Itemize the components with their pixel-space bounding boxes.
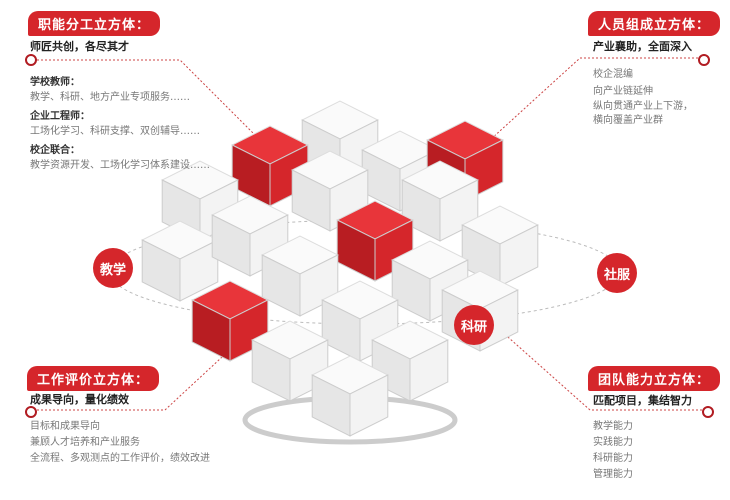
- list-item: 纵向贯通产业上下游，: [593, 101, 693, 112]
- top-right-list: 校企混编 向产业链延伸 纵向贯通产业上下游， 横向覆盖产业群: [593, 66, 693, 128]
- ring-marker: [702, 406, 714, 418]
- bottom-right-subtitle: 匹配项目，集结智力: [593, 394, 692, 407]
- item-head: 学校教师：: [30, 77, 80, 88]
- item-body: 教学、科研、地方产业专项服务……: [30, 92, 190, 103]
- list-item: 目标和成果导向: [30, 421, 100, 432]
- bottom-right-list: 教学能力 实践能力 科研能力 管理能力: [593, 419, 633, 483]
- list-item: 校企混编: [593, 69, 633, 80]
- leader-line: [499, 329, 702, 411]
- teaching-label: 教学: [93, 248, 133, 288]
- white-cube: [141, 220, 219, 302]
- list-item: 横向覆盖产业群: [593, 115, 663, 126]
- item-head: 企业工程师：: [30, 111, 90, 122]
- item-body: 工场化学习、科研支撑、双创辅导……: [30, 126, 200, 137]
- cube-right: [179, 239, 219, 302]
- leader-line: [489, 57, 698, 141]
- list-item: 教学能力: [593, 421, 633, 432]
- bottom-left-subtitle: 成果导向，量化绩效: [30, 393, 129, 406]
- white-cube: [291, 150, 369, 232]
- red-cube: [191, 280, 269, 362]
- item-body: 教学资源开发、工场化学习体系建设……: [30, 160, 210, 171]
- list-item: 管理能力: [593, 469, 633, 480]
- top-right-banner: 人员组成立方体：: [588, 11, 721, 36]
- white-cube: [311, 355, 389, 437]
- ring-marker: [25, 54, 37, 66]
- ring-marker: [25, 406, 37, 418]
- list-item: 科研能力: [593, 453, 633, 464]
- red-cube: [231, 125, 309, 207]
- white-cube: [401, 160, 479, 242]
- white-cube: [371, 320, 449, 402]
- research-label: 科研: [454, 305, 494, 345]
- service-label: 社服: [597, 253, 637, 293]
- cube-right: [349, 374, 389, 437]
- top-left-subtitle: 师匠共创，各尽其才: [30, 40, 129, 53]
- item-head: 校企联合：: [30, 145, 80, 156]
- top-left-banner: 职能分工立方体：: [28, 11, 161, 36]
- top-right-subtitle: 产业襄助，全面深入: [593, 40, 692, 53]
- list-item: 向产业链延伸: [593, 86, 653, 97]
- ring-marker: [698, 54, 710, 66]
- white-cube: [261, 235, 339, 317]
- bottom-left-list: 目标和成果导向 兼顾人才培养和产业服务 全流程、多观测点的工作评价，绩效改进: [30, 419, 210, 467]
- list-item: 实践能力: [593, 437, 633, 448]
- white-cube: [461, 205, 539, 287]
- leader-line: [37, 344, 236, 411]
- white-cube: [321, 280, 399, 362]
- list-item: 全流程、多观测点的工作评价，绩效改进: [30, 453, 210, 464]
- bottom-left-banner: 工作评价立方体：: [27, 366, 160, 391]
- top-left-list: 学校教师： 教学、科研、地方产业专项服务…… 企业工程师： 工场化学习、科研支撑、双…: [30, 75, 210, 173]
- list-item: 兼顾人才培养和产业服务: [30, 437, 140, 448]
- cube-right: [409, 339, 449, 402]
- bottom-right-banner: 团队能力立方体：: [588, 366, 721, 391]
